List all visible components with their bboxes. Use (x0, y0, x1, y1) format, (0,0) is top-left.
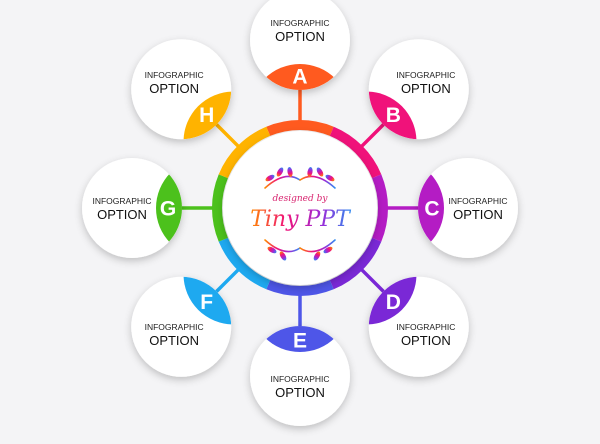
option-letter: B (386, 104, 401, 127)
option-circle (250, 0, 350, 90)
option-circle (82, 158, 182, 258)
option-label-small: INFOGRAPHIC (145, 70, 204, 80)
option-label-big: OPTION (149, 81, 199, 96)
option-label-small: INFOGRAPHIC (145, 322, 204, 332)
option-cap (183, 91, 232, 140)
ring-segment-d (329, 237, 382, 290)
option-label-small: INFOGRAPHIC (270, 18, 329, 28)
option-label-small: INFOGRAPHIC (448, 196, 507, 206)
option-label-big: OPTION (275, 29, 325, 44)
option-label-small: INFOGRAPHIC (92, 196, 151, 206)
center-disc: designed by Tiny PPT (223, 131, 377, 285)
center-circle (223, 131, 377, 285)
option-label-big: OPTION (401, 333, 451, 348)
ring-segment-a (266, 120, 334, 136)
option-letter: C (424, 198, 439, 221)
option-label-big: OPTION (453, 207, 503, 222)
option-letter: G (160, 198, 176, 221)
option-letter: F (200, 291, 213, 314)
ring-segment-h (218, 126, 271, 179)
option-cap (183, 276, 232, 325)
option-circle (250, 326, 350, 426)
connector-line-b (359, 120, 388, 149)
brand-logo (264, 167, 336, 261)
option-label-small: INFOGRAPHIC (396, 70, 455, 80)
option-label-big: OPTION (401, 81, 451, 96)
ring-segment-g (212, 174, 228, 242)
ring-segment-c (372, 174, 388, 242)
connector-line-h (212, 120, 241, 149)
option-label-big: OPTION (97, 207, 147, 222)
connector-line-d (359, 267, 388, 296)
option-label-small: INFOGRAPHIC (396, 322, 455, 332)
option-circle (418, 158, 518, 258)
option-letter: E (293, 330, 307, 353)
option-letter: H (199, 104, 214, 127)
option-label-big: OPTION (149, 333, 199, 348)
option-letter: D (386, 291, 401, 314)
option-letter: A (292, 66, 307, 89)
option-label-big: OPTION (275, 385, 325, 400)
option-label-small: INFOGRAPHIC (270, 374, 329, 384)
brand-tagline: designed by (273, 194, 329, 204)
ring-segment-b (329, 126, 382, 179)
ring-segment-f (218, 237, 271, 290)
connector-lines (178, 86, 422, 330)
color-ring (212, 120, 388, 297)
option-cap (368, 276, 417, 325)
brand-name: Tiny PPT (250, 207, 352, 232)
connector-line-f (212, 267, 241, 296)
ring-segment-e (266, 280, 334, 297)
option-cap (368, 91, 417, 140)
